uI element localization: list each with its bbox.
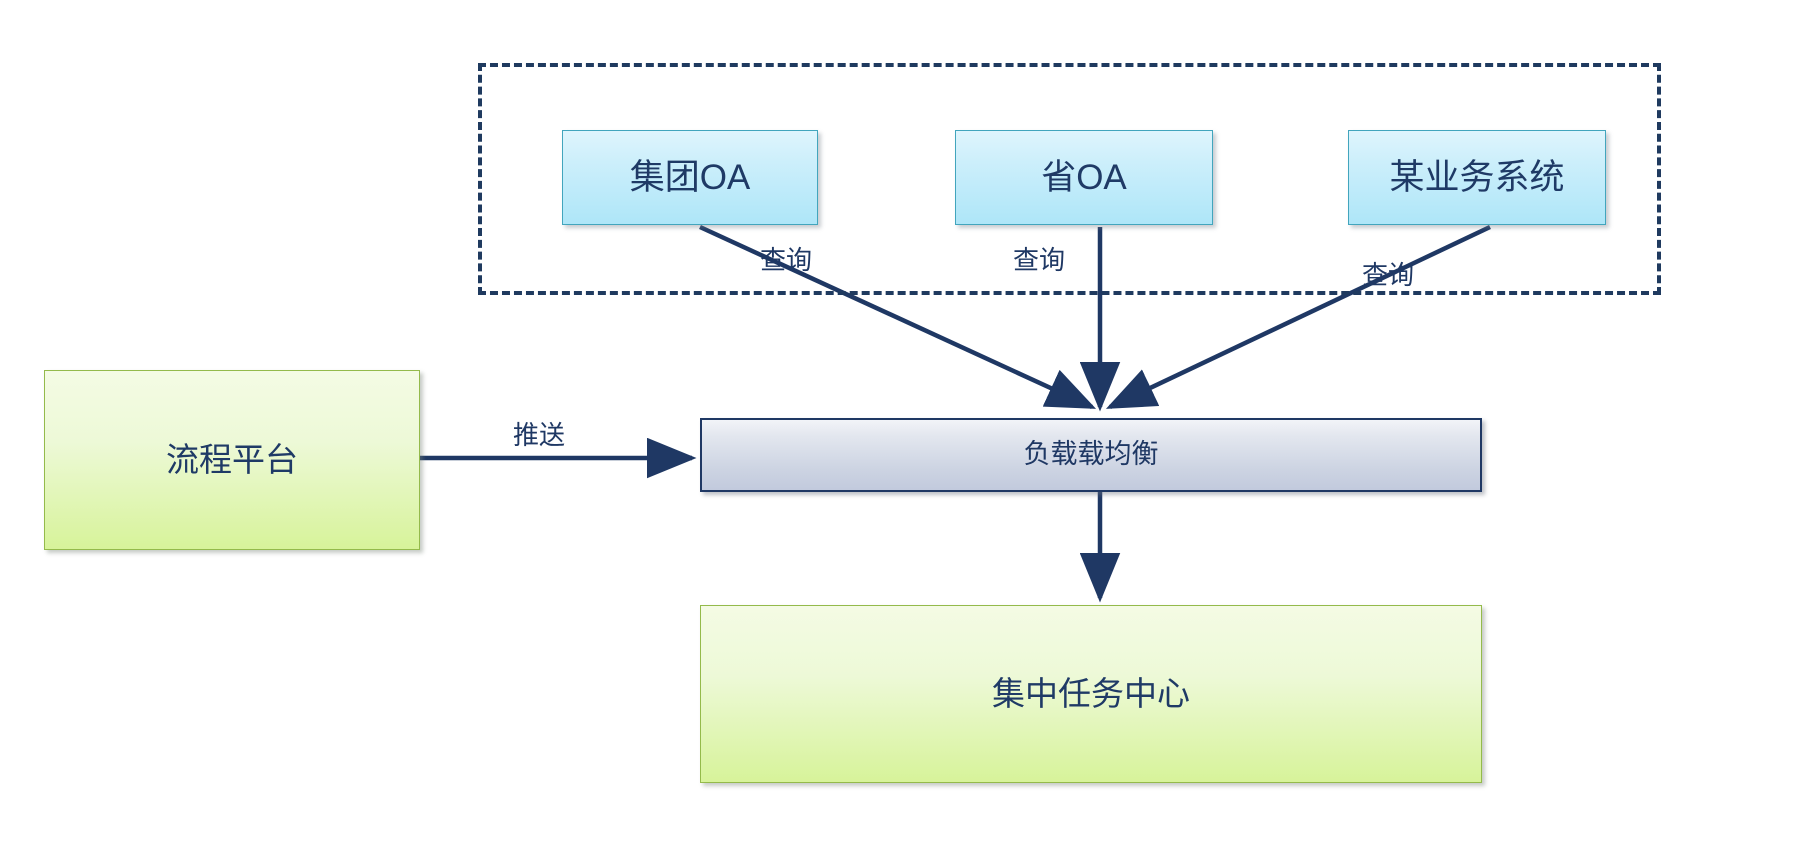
node-group-oa-label: 集团OA bbox=[629, 157, 751, 197]
node-province-oa[interactable]: 省OA bbox=[955, 130, 1213, 225]
edge-label-group-oa-query: 查询 bbox=[760, 245, 813, 275]
node-central-task-center-label: 集中任务中心 bbox=[992, 675, 1190, 713]
node-process-platform[interactable]: 流程平台 bbox=[44, 370, 420, 550]
edge-label-process-platform-push: 推送 bbox=[513, 420, 566, 450]
node-process-platform-label: 流程平台 bbox=[166, 441, 298, 479]
node-province-oa-label: 省OA bbox=[1041, 157, 1127, 197]
edge-label-province-oa-query: 查询 bbox=[1013, 245, 1066, 275]
node-central-task-center[interactable]: 集中任务中心 bbox=[700, 605, 1482, 783]
node-load-balancer-label: 负载载均衡 bbox=[1023, 439, 1159, 470]
node-some-business-system-label: 某业务系统 bbox=[1389, 157, 1565, 197]
edge-label-business-system-query: 查询 bbox=[1362, 260, 1415, 290]
node-load-balancer[interactable]: 负载载均衡 bbox=[700, 418, 1482, 492]
node-group-oa[interactable]: 集团OA bbox=[562, 130, 818, 225]
node-some-business-system[interactable]: 某业务系统 bbox=[1348, 130, 1606, 225]
